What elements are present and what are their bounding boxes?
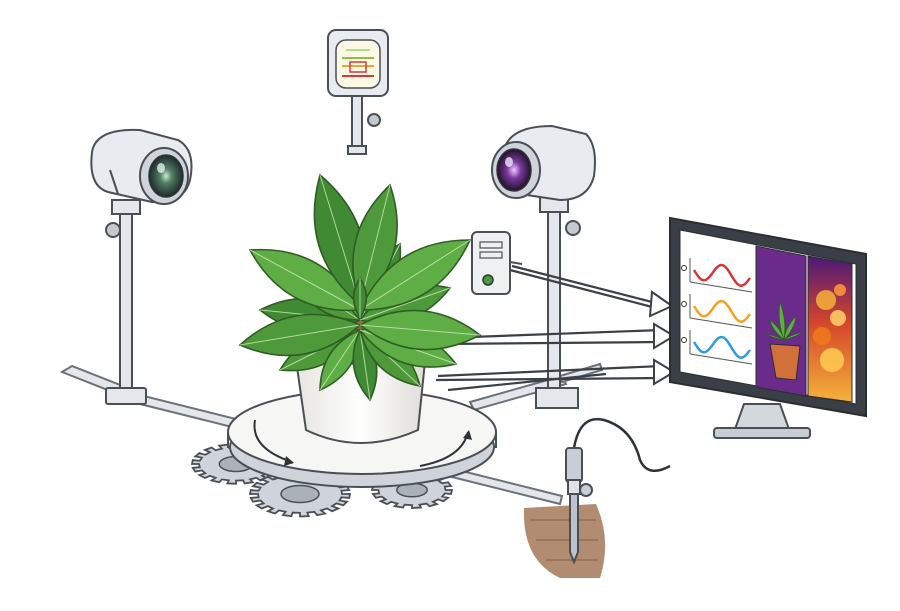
top-sensor-stand — [347, 95, 381, 155]
sensor-box-icon — [327, 29, 389, 97]
trace-line — [692, 335, 751, 359]
monitor-thermal-image — [807, 255, 853, 403]
arrow-heads — [648, 290, 676, 386]
camera-icon — [90, 128, 193, 205]
soil-probe-icon — [523, 417, 671, 578]
monitor-icon — [669, 216, 867, 439]
monitor-trace-panel — [681, 258, 753, 365]
arrow-icon — [435, 264, 663, 392]
rotation-arrow-left — [253, 419, 293, 463]
sensor-box-icon — [471, 231, 523, 295]
trace-line — [692, 299, 751, 323]
plant-icon — [238, 173, 482, 402]
camera-icon — [491, 124, 596, 202]
left-camera-stand — [105, 199, 147, 405]
trace-line — [692, 263, 751, 287]
